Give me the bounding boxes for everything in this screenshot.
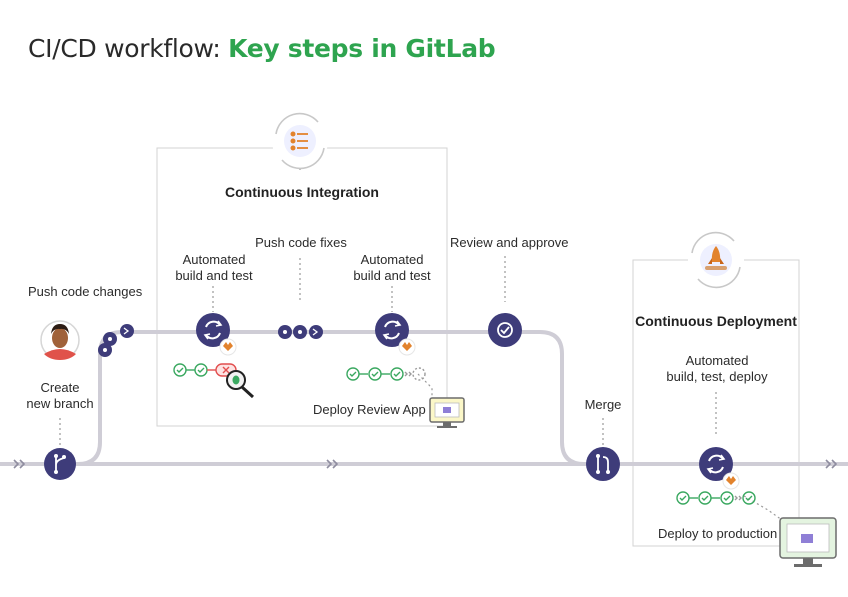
fox-icon bbox=[219, 338, 237, 356]
commit-icon[interactable] bbox=[98, 324, 134, 357]
chevron-double-right-icon bbox=[13, 459, 838, 469]
label-automated-3-line2: build, test, deploy bbox=[666, 369, 768, 384]
label-push-code-changes: Push code changes bbox=[28, 284, 143, 299]
check-icon[interactable] bbox=[488, 313, 522, 347]
label-automated-1-line2: build and test bbox=[175, 268, 253, 283]
commit-icon[interactable] bbox=[278, 325, 323, 339]
ci-box-title: Continuous Integration bbox=[225, 184, 379, 200]
monitor-icon bbox=[779, 517, 837, 567]
rocket-icon bbox=[688, 231, 744, 289]
pipeline-status-row bbox=[676, 491, 756, 505]
label-automated-build-test-1: Automated build and test bbox=[168, 252, 260, 284]
merge-icon[interactable] bbox=[586, 447, 620, 481]
branch-icon[interactable] bbox=[44, 448, 76, 480]
label-automated-1-line1: Automated bbox=[182, 252, 246, 267]
label-create-branch: Create new branch bbox=[20, 380, 100, 412]
sync-icon[interactable] bbox=[196, 313, 230, 347]
pipeline-status-row bbox=[173, 363, 237, 377]
magnifier-icon bbox=[240, 385, 255, 399]
bug-icon bbox=[226, 370, 255, 399]
label-automated-3-line1: Automated bbox=[685, 353, 749, 368]
label-push-code-fixes: Push code fixes bbox=[255, 235, 347, 250]
fox-icon bbox=[398, 338, 416, 356]
label-automated-build-test-deploy: Automated build, test, deploy bbox=[660, 353, 774, 385]
label-automated-2-line1: Automated bbox=[360, 252, 424, 267]
cd-box-title: Continuous Deployment bbox=[635, 313, 797, 329]
main-track bbox=[0, 330, 848, 466]
page-title: CI/CD workflow: Key steps in GitLab bbox=[28, 34, 496, 63]
sync-icon[interactable] bbox=[699, 447, 733, 481]
label-merge: Merge bbox=[584, 397, 622, 412]
label-deploy-production: Deploy to production bbox=[658, 526, 778, 541]
fox-icon bbox=[722, 472, 740, 490]
sync-icon[interactable] bbox=[375, 313, 409, 347]
label-review-approve: Review and approve bbox=[450, 235, 569, 250]
monitor-icon bbox=[429, 397, 465, 428]
label-automated-build-test-2: Automated build and test bbox=[346, 252, 438, 284]
pipeline-status-row bbox=[346, 367, 426, 381]
user-avatar-icon bbox=[40, 320, 80, 360]
label-deploy-review-app: Deploy Review App bbox=[313, 402, 426, 417]
label-create-branch-line2: new branch bbox=[26, 396, 94, 411]
title-highlight: Key steps in GitLab bbox=[228, 34, 496, 63]
label-automated-2-line2: build and test bbox=[353, 268, 431, 283]
title-prefix: CI/CD workflow: bbox=[28, 34, 229, 63]
checklist-icon bbox=[272, 112, 328, 170]
label-create-branch-line1: Create bbox=[40, 380, 80, 395]
